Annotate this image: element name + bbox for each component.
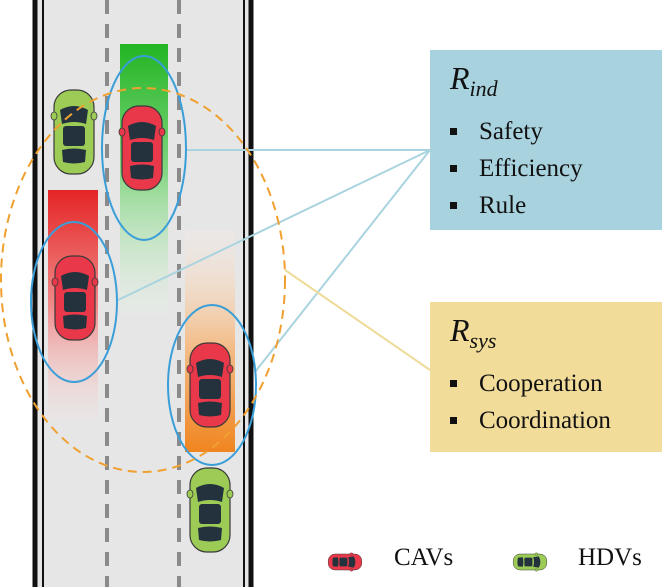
individual-reward-list: Safety Efficiency Rule [444, 113, 648, 224]
individual-reward-title: Rind [450, 60, 498, 101]
agent-ellipse-1 [101, 55, 187, 241]
legend-hdv-icon [512, 552, 548, 572]
system-reward-box: Rsys Cooperation Coordination [430, 302, 662, 452]
sys-connector [284, 269, 431, 371]
legend-cav-label: CAVs [394, 544, 454, 571]
group-ellipse [0, 87, 286, 473]
legend-hdv-label: HDVs [578, 544, 642, 571]
system-reward-list: Cooperation Coordination [444, 365, 648, 439]
hdv-car-bottom [186, 467, 234, 553]
cav-car-2 [51, 255, 99, 341]
list-item: Efficiency [444, 150, 648, 187]
legend-cav-icon [327, 552, 363, 572]
list-item: Rule [444, 187, 648, 224]
list-item: Cooperation [444, 365, 648, 402]
agent-ellipse-3 [167, 304, 257, 466]
system-reward-title: Rsys [450, 312, 497, 353]
ind-connectors [117, 149, 431, 373]
individual-reward-box: Rind Safety Efficiency Rule [430, 50, 662, 230]
cav-car-1 [118, 105, 166, 191]
list-item: Safety [444, 113, 648, 150]
list-item: Coordination [444, 402, 648, 439]
agent-ellipse-2 [30, 221, 118, 383]
cav-car-3 [186, 342, 234, 428]
